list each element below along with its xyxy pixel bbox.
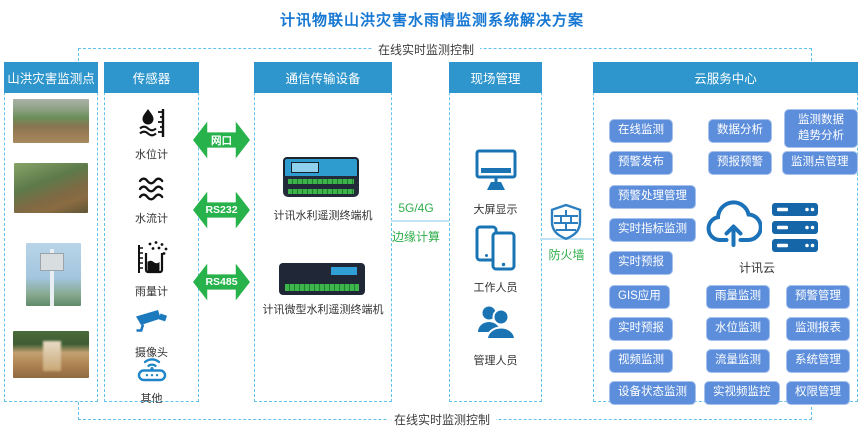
site-management-header: 现场管理 <box>449 62 542 93</box>
flood-waterfall-photo <box>13 331 89 378</box>
cloud-brand-label: 计讯云 <box>738 261 775 275</box>
site-item-label: 工作人员 <box>473 282 518 294</box>
sensor-other: 其他 <box>105 351 198 406</box>
btn-warning-process-mgmt[interactable]: 预警处理管理 <box>609 185 696 209</box>
cloud-upload-icon <box>704 199 763 258</box>
btn-monitoring-report[interactable]: 监测报表 <box>786 317 850 341</box>
btn-system-mgmt[interactable]: 系统管理 <box>786 349 850 373</box>
btn-data-analysis[interactable]: 数据分析 <box>708 119 772 143</box>
monitor-icon <box>475 149 516 190</box>
camera-icon <box>135 310 167 332</box>
site-item-staff: 工作人员 <box>450 225 541 295</box>
firewall-shield-icon <box>550 203 582 240</box>
arrow-label: 网口 <box>211 134 232 147</box>
wireless-device-icon <box>137 358 166 382</box>
btn-trend-analysis[interactable]: 监测数据趋势分析 <box>784 109 858 149</box>
sensor-rain-gauge: 雨量计 <box>105 240 198 299</box>
btn-video-monitoring[interactable]: 视频监测 <box>609 349 673 373</box>
sensor-label: 其他 <box>140 393 163 405</box>
server-rack-icon <box>772 203 820 258</box>
firewall-label: 防火墙 <box>548 248 585 262</box>
site-item-managers: 管理人员 <box>450 304 541 368</box>
btn-rainfall-monitoring[interactable]: 雨量监测 <box>706 285 770 309</box>
water-level-icon <box>138 109 164 137</box>
water-flow-icon <box>138 177 163 201</box>
terminal-label: 计讯水利遥测终端机 <box>273 210 373 222</box>
btn-live-video[interactable]: 实视频监控 <box>704 381 780 405</box>
transmission-panel: 通信传输设备 计讯水利遥测终端机 计讯微型水利遥测终端机 <box>254 62 392 402</box>
sensor-label: 雨量计 <box>135 286 168 298</box>
sensor-label: 摄像头 <box>135 347 168 359</box>
edge-computing-label: 边缘计算 <box>391 230 440 244</box>
site-management-panel: 现场管理 大屏显示 工作人员 <box>449 62 542 402</box>
btn-warning-publish[interactable]: 预警发布 <box>609 151 673 175</box>
landslide-flood-photo <box>13 99 89 143</box>
cloud-center-panel: 云服务中心 在线监测 数据分析 监测数据趋势分析 预警发布 预报预警 监测点管理… <box>593 62 858 405</box>
frame-label-top: 在线实时监测控制 <box>372 41 481 58</box>
rain-gauge-icon <box>137 241 167 274</box>
btn-device-status[interactable]: 设备状态监测 <box>609 381 696 405</box>
sensors-header: 传感器 <box>104 62 199 93</box>
site-item-label: 大屏显示 <box>473 204 518 216</box>
btn-gis-application[interactable]: GIS应用 <box>609 285 670 309</box>
micro-terminal-label: 计讯微型水利遥测终端机 <box>262 304 384 316</box>
cloud-center-header: 云服务中心 <box>593 62 858 93</box>
terminal-top-panel <box>283 157 359 176</box>
arrow-label: RS485 <box>205 276 238 288</box>
sensors-panel: 传感器 水位计 水流计 <box>104 62 199 405</box>
sensor-water-level: 水位计 <box>105 107 198 162</box>
sensor-label: 水流计 <box>135 213 168 225</box>
site-item-label: 管理人员 <box>473 355 518 367</box>
transmission-header: 通信传输设备 <box>254 62 392 93</box>
monitoring-station-photo <box>26 243 81 306</box>
page-title: 计讯物联山洪灾害水雨情监测系统解决方案 <box>279 12 584 29</box>
frame-label-bottom: 在线实时监测控制 <box>388 411 497 428</box>
people-icon <box>477 306 516 340</box>
btn-realtime-indicator[interactable]: 实时指标监测 <box>609 218 696 242</box>
btn-forecast-warning[interactable]: 预报预警 <box>708 151 772 175</box>
sensor-camera: 摄像头 <box>105 307 198 360</box>
btn-flow-monitoring[interactable]: 流量监测 <box>706 349 770 373</box>
btn-monitoring-point-mgmt[interactable]: 监测点管理 <box>782 151 858 175</box>
monitoring-points-panel: 山洪灾害监测点 <box>4 62 98 402</box>
sensor-label: 水位计 <box>135 149 168 161</box>
network-link-line <box>391 220 449 222</box>
btn-realtime-forecast[interactable]: 实时预报 <box>609 251 673 275</box>
firewall-block <box>548 203 584 246</box>
arrow-label: RS232 <box>205 204 238 216</box>
telemetry-terminal-image <box>283 157 359 197</box>
micro-telemetry-terminal-image <box>279 263 365 295</box>
btn-permission-mgmt[interactable]: 权限管理 <box>786 381 850 405</box>
btn-water-level-monitoring[interactable]: 水位监测 <box>706 317 770 341</box>
btn-warning-mgmt[interactable]: 预警管理 <box>786 285 850 309</box>
monitoring-points-header: 山洪灾害监测点 <box>4 62 98 93</box>
terminal-body <box>283 176 359 197</box>
btn-realtime-forecast-2[interactable]: 实时预报 <box>609 317 673 341</box>
sensor-water-flow: 水流计 <box>105 175 198 226</box>
phones-icon <box>475 225 515 271</box>
mountain-valley-photo <box>14 163 88 213</box>
network-5g4g-label: 5G/4G <box>398 201 434 215</box>
btn-online-monitoring[interactable]: 在线监测 <box>609 119 673 143</box>
site-item-screen: 大屏显示 <box>450 149 541 217</box>
